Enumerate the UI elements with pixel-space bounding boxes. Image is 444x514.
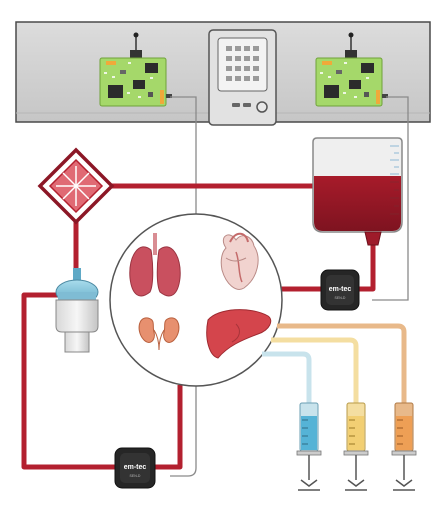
lungs <box>129 233 181 297</box>
oxygenator <box>37 147 115 225</box>
sensor-brand-label: em-tec <box>124 464 147 471</box>
pcb-board-right <box>315 32 388 107</box>
organ-circle <box>109 213 283 387</box>
sensor-brand-label: em-tec <box>329 286 352 293</box>
blood-reservoir <box>312 137 403 246</box>
pcb-board-left <box>99 32 172 107</box>
monitor-display <box>208 29 277 126</box>
centrifugal-pump <box>55 268 99 353</box>
sensor-model-label: SEN-D <box>130 474 141 478</box>
liver <box>206 309 272 359</box>
kidneys <box>138 317 180 351</box>
sensor-model-label: SEN-D <box>335 296 346 300</box>
syringe-orange <box>391 402 417 491</box>
flow-sensor-bottom: em-tec SEN-D <box>114 447 156 489</box>
blood-tubing <box>21 183 376 470</box>
heart <box>220 232 259 290</box>
signal-cables <box>170 96 409 477</box>
flow-sensor-right: em-tec SEN-D <box>320 269 360 311</box>
infusion-tubes <box>262 323 407 403</box>
syringe-yellow <box>343 402 369 491</box>
syringe-blue <box>296 402 322 491</box>
